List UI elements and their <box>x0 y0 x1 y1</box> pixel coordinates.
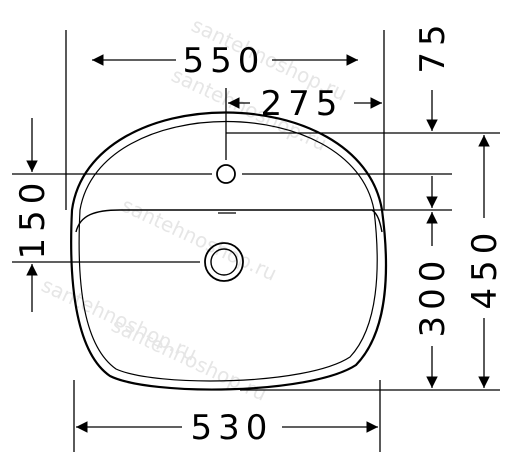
outer-rim <box>70 111 388 391</box>
label-overall-depth: 450 <box>465 227 505 310</box>
inner-rim <box>78 121 378 382</box>
watermark-text: santehnoshop.ru <box>108 313 271 406</box>
label-top-offset: 75 <box>413 18 453 73</box>
dimension-labels: 550 275 530 150 75 300 450 <box>13 18 505 448</box>
bowl-edge <box>75 209 383 233</box>
extension-lines <box>12 30 500 452</box>
label-hole-offset: 150 <box>13 177 53 260</box>
label-bottom-width: 530 <box>191 408 274 448</box>
label-half-width: 275 <box>261 84 344 124</box>
drain-inner <box>210 248 238 276</box>
dimension-lines <box>26 54 490 433</box>
tap-hole <box>216 164 236 184</box>
drain-outer <box>204 242 244 282</box>
watermark-text: santehnoshop.ru <box>118 193 281 286</box>
basin-outline <box>70 111 388 391</box>
label-outer-width: 550 <box>183 41 266 81</box>
label-bowl-depth: 300 <box>413 255 453 338</box>
